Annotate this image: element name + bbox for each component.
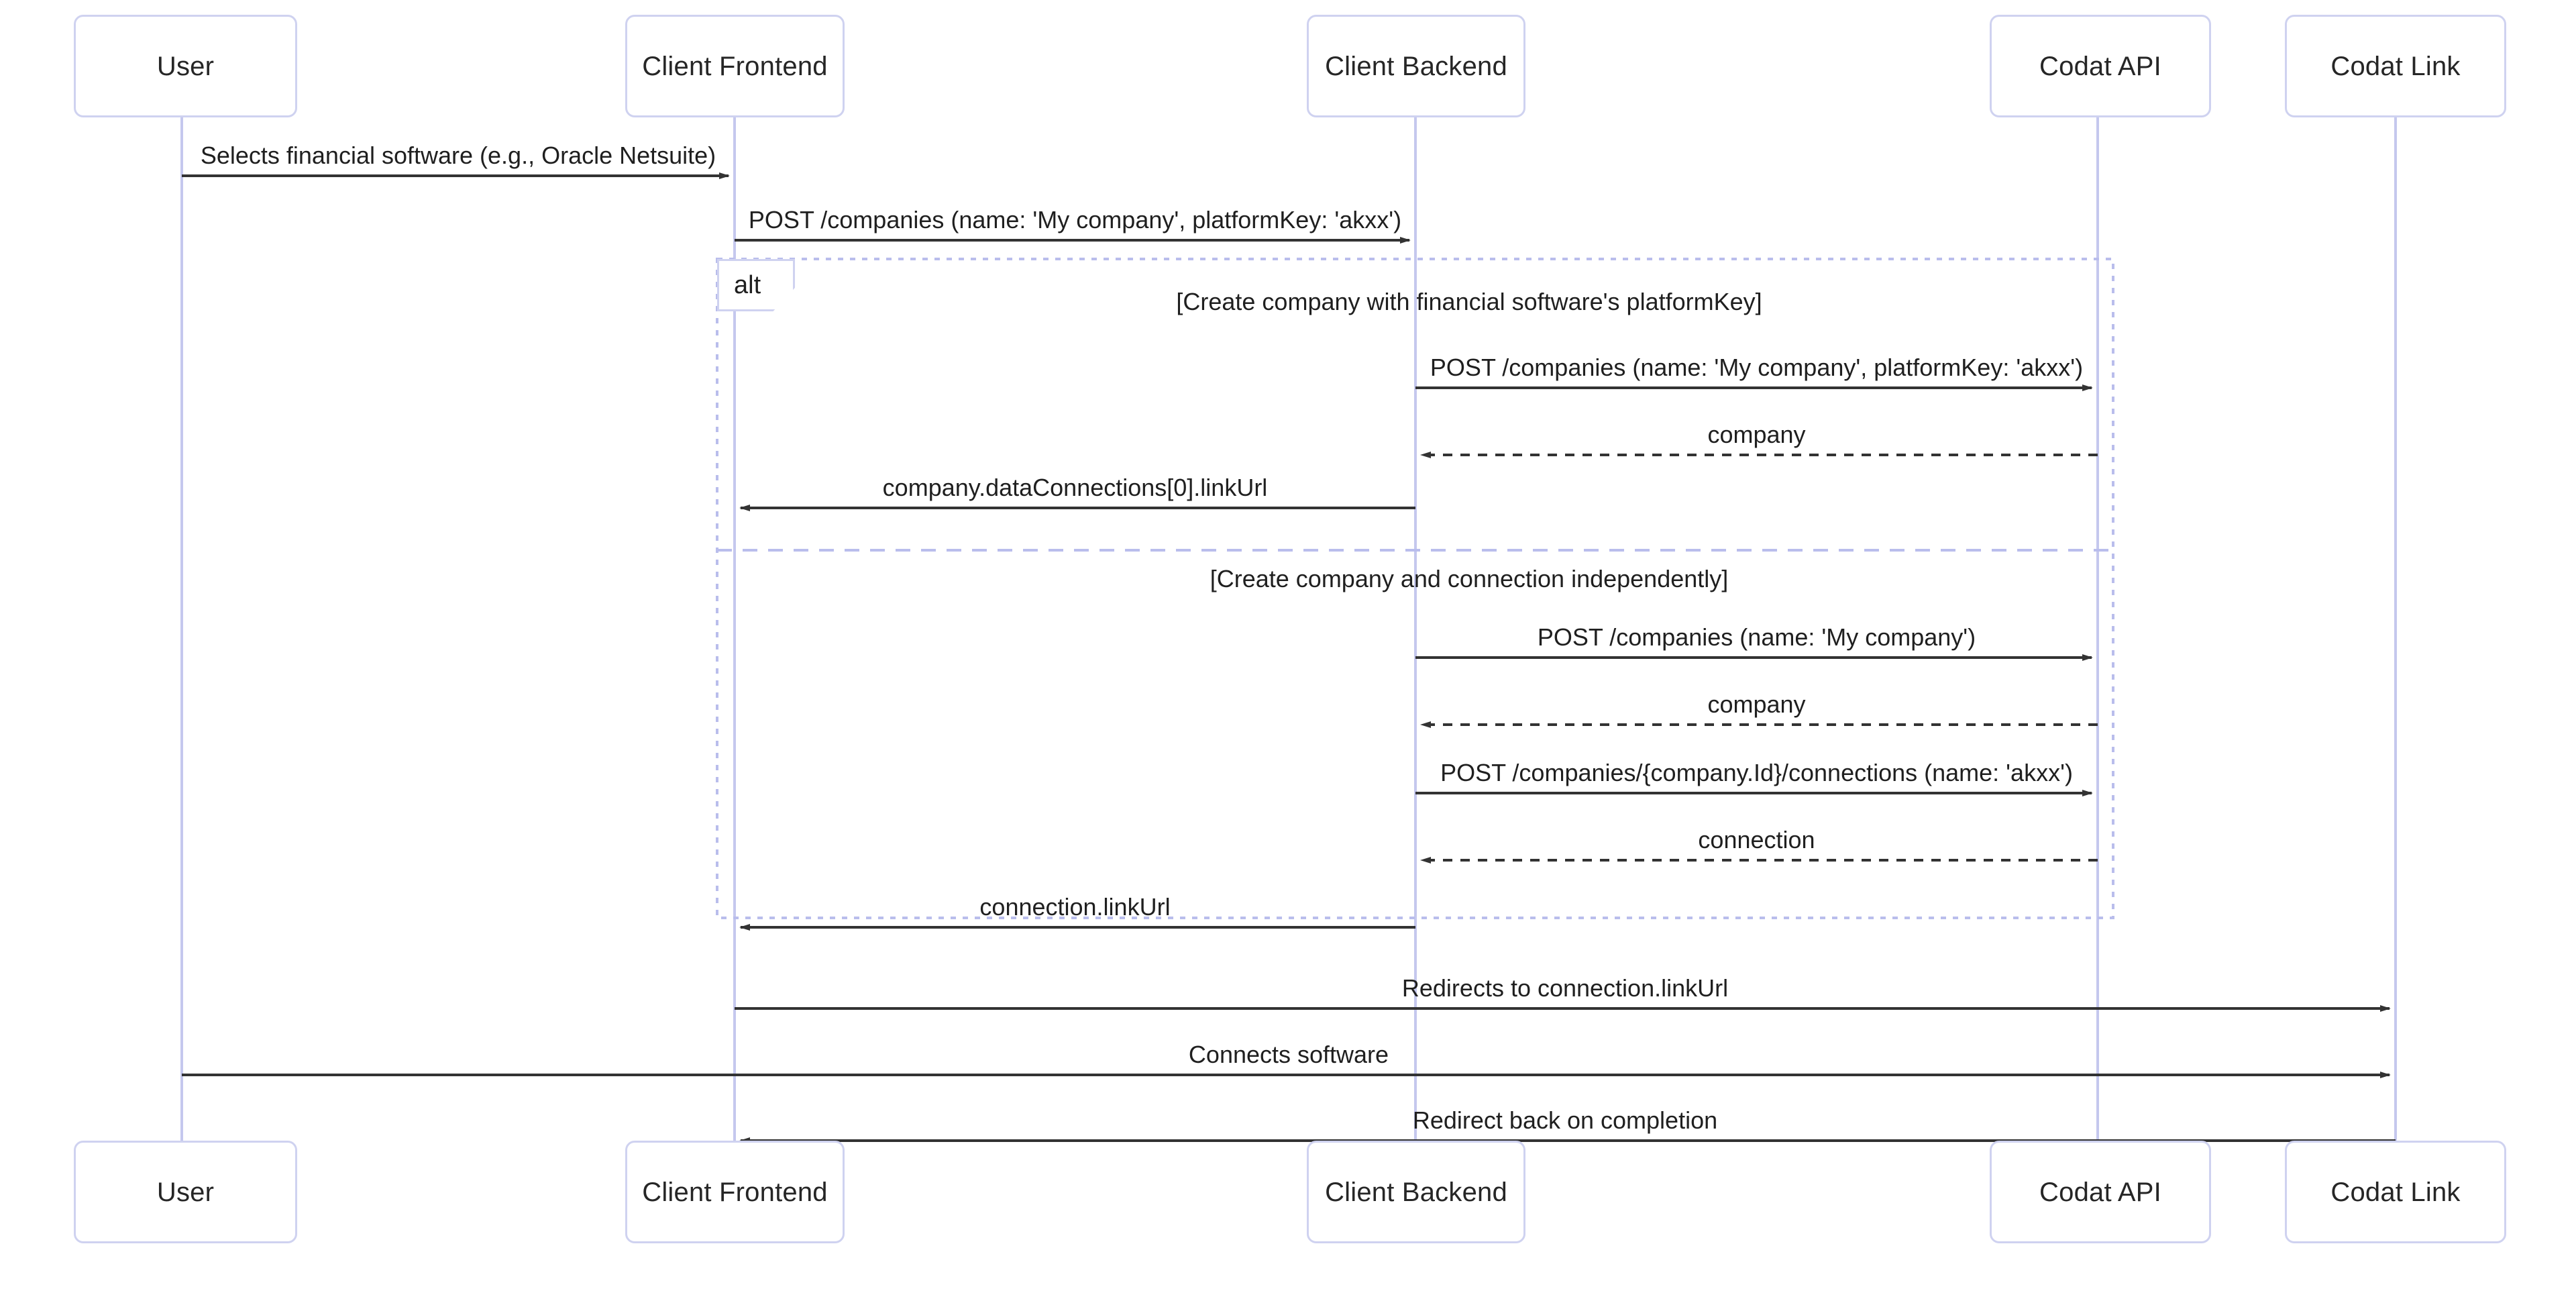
participant-codatapi-top[interactable]: Codat API [1990, 15, 2211, 117]
participant-codatlink-bottom[interactable]: Codat Link [2285, 1141, 2506, 1243]
message-label-m8: POST /companies/{company.Id}/connections… [1440, 759, 2073, 786]
message-label-m11: Redirects to connection.linkUrl [1401, 974, 1729, 1002]
participant-backend-top[interactable]: Client Backend [1307, 15, 1525, 117]
participant-label: Codat Link [2330, 51, 2461, 81]
message-label-m10: connection.linkUrl [979, 893, 1171, 921]
participant-label: Client Frontend [642, 1177, 828, 1207]
fragment-alt1 [716, 258, 2114, 919]
participant-codatlink-top[interactable]: Codat Link [2285, 15, 2506, 117]
participant-backend-bottom[interactable]: Client Backend [1307, 1141, 1525, 1243]
fragment-condition: [Create company and connection independe… [1210, 565, 1729, 592]
message-label-m3: POST /companies (name: 'My company', pla… [1430, 354, 2084, 381]
participant-label: Client Frontend [642, 51, 828, 81]
lifelines-group [180, 117, 2397, 1141]
message-label-m5: company.dataConnections[0].linkUrl [882, 474, 1268, 501]
message-label-m6: POST /companies (name: 'My company') [1537, 623, 1976, 651]
message-label-m13: Redirect back on completion [1412, 1106, 1718, 1134]
participant-label: Client Backend [1325, 51, 1507, 81]
message-label-m2: POST /companies (name: 'My company', pla… [748, 206, 1402, 233]
message-label-m7: company [1707, 690, 1806, 718]
participant-label: Codat API [2039, 51, 2161, 81]
participant-frontend-bottom[interactable]: Client Frontend [625, 1141, 845, 1243]
fragments-group [716, 258, 2114, 919]
participant-label: User [156, 51, 215, 81]
participant-label: Codat Link [2330, 1177, 2461, 1207]
participant-label: User [156, 1177, 215, 1207]
participant-user-top[interactable]: User [74, 15, 297, 117]
participant-frontend-top[interactable]: Client Frontend [625, 15, 845, 117]
participant-user-bottom[interactable]: User [74, 1141, 297, 1243]
participant-label: Codat API [2039, 1177, 2161, 1207]
message-arrows-group [182, 172, 2396, 1144]
participant-codatapi-bottom[interactable]: Codat API [1990, 1141, 2211, 1243]
message-label-m12: Connects software [1188, 1041, 1389, 1068]
message-label-m1: Selects financial software (e.g., Oracle… [200, 142, 716, 169]
message-label-m9: connection [1698, 826, 1815, 853]
message-label-m4: company [1707, 421, 1806, 448]
fragment-condition: [Create company with financial software'… [1176, 288, 1762, 315]
participant-label: Client Backend [1325, 1177, 1507, 1207]
